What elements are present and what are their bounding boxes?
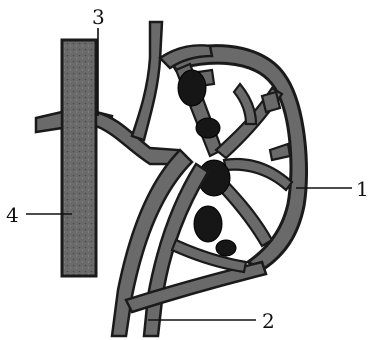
label-2: 2 <box>262 309 275 333</box>
upper-vessel <box>132 22 162 140</box>
lower-descending-vessels <box>112 150 266 336</box>
main-trunk-vessel <box>36 40 112 276</box>
label-1: 1 <box>356 177 369 201</box>
label-4: 4 <box>6 203 19 227</box>
label-3: 3 <box>92 5 105 29</box>
